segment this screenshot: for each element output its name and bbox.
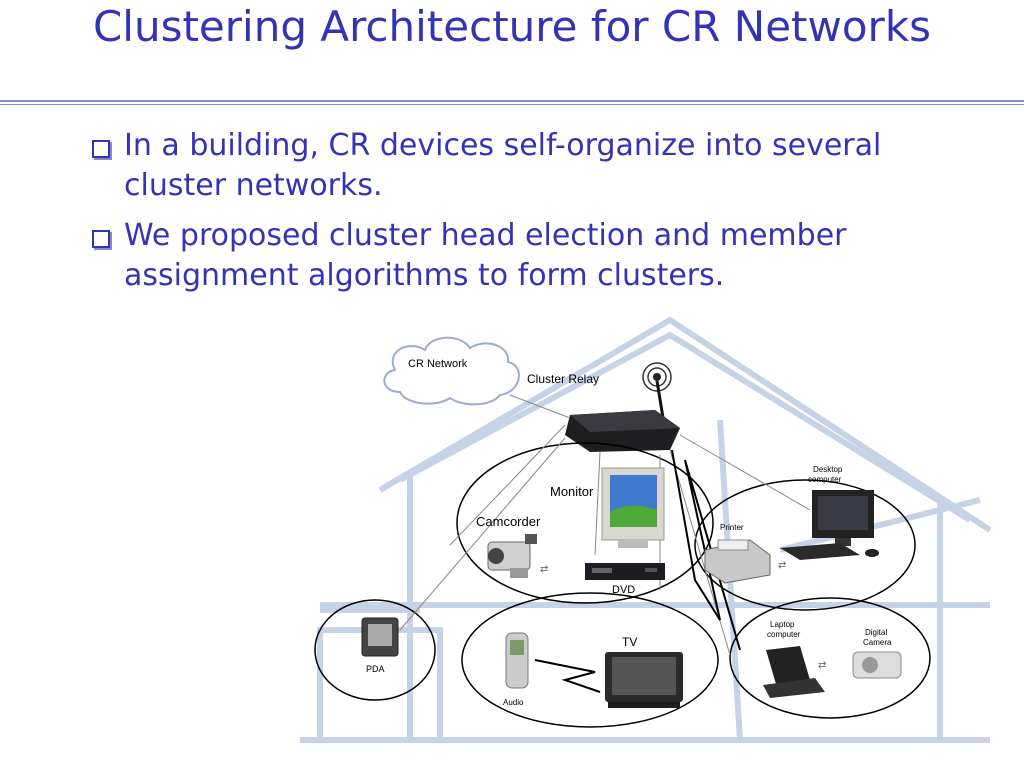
title-divider	[0, 100, 1024, 102]
printer-label: Printer	[720, 523, 744, 532]
pda-label: PDA	[366, 664, 385, 674]
desktop-label-2: computer	[808, 475, 842, 484]
link-zigzag: ⇄	[818, 660, 826, 671]
cr-network-cloud: CR Network	[383, 336, 520, 406]
dvd-label: DVD	[612, 584, 635, 596]
cluster-1-boundary	[456, 442, 714, 604]
title-divider-thin	[0, 104, 1024, 105]
laptop-label-2: computer	[767, 630, 801, 639]
printer-icon	[704, 539, 771, 584]
cloud-label: CR Network	[408, 358, 468, 370]
slide-title: Clustering Architecture for CR Networks	[92, 2, 932, 51]
desktop-label-1: Desktop	[813, 465, 843, 474]
cluster-5-boundary	[729, 597, 931, 719]
bullet-item: In a building, CR devices self-organize …	[90, 126, 890, 206]
bullet-item: We proposed cluster head election and me…	[90, 216, 890, 296]
connection-arrows	[399, 394, 811, 656]
link-zigzag: ⇄	[540, 564, 548, 575]
link-zigzag: ⇄	[778, 560, 786, 571]
network-diagram: CR Network Cluster Relay Monitor Camcord…	[300, 316, 992, 743]
dvd-player-icon	[585, 563, 665, 580]
cluster-3-boundary	[314, 599, 436, 701]
relay-link-zigzag	[671, 449, 741, 651]
tv-icon	[605, 652, 683, 708]
tv-label: TV	[622, 635, 637, 649]
camera-label-1: Digital	[865, 628, 887, 637]
cluster-4-boundary	[461, 592, 719, 728]
mobile-phone-icon	[505, 632, 529, 689]
laptop-icon	[763, 646, 825, 698]
monitor-label: Monitor	[550, 484, 594, 499]
audio-tv-link	[534, 659, 601, 693]
audio-label: Audio	[503, 698, 524, 707]
camera-label-2: Camera	[863, 638, 892, 647]
desktop-computer-icon	[780, 490, 879, 560]
laptop-label-1: Laptop	[770, 620, 795, 629]
digital-camera-icon	[852, 651, 902, 679]
cluster-2-boundary	[694, 479, 916, 611]
relay-label: Cluster Relay	[527, 372, 599, 386]
bullet-text: We proposed cluster head election and me…	[124, 218, 847, 293]
bullet-list: In a building, CR devices self-organize …	[90, 126, 890, 306]
checkbox-bullet-icon	[92, 230, 110, 248]
checkbox-bullet-icon	[92, 140, 110, 158]
pda-icon	[361, 617, 399, 657]
cluster-relay-router-icon: Cluster Relay	[527, 362, 680, 452]
monitor-icon	[601, 467, 665, 548]
camcorder-icon	[487, 534, 537, 578]
bullet-text: In a building, CR devices self-organize …	[124, 128, 882, 203]
camcorder-label: Camcorder	[476, 514, 541, 529]
